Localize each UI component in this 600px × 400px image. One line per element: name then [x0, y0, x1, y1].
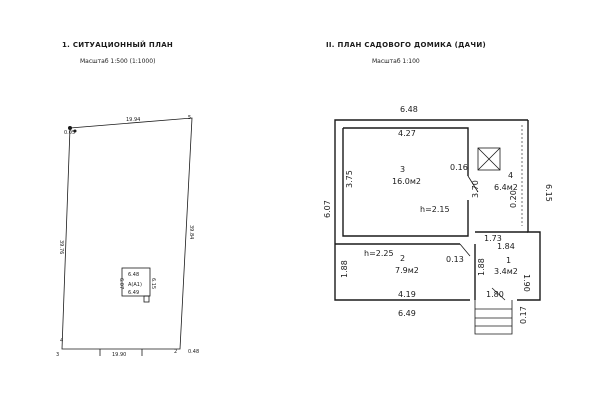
door-swing-3: [467, 175, 479, 193]
site-edge-right: 39.84: [188, 225, 194, 239]
door-swing-2: [459, 243, 471, 257]
site-building-bottom: 6.49: [128, 290, 139, 296]
room1-area: 3.4м2: [494, 267, 518, 276]
site-edge-bottom: 19.90: [112, 352, 126, 358]
dim-top-outer: 6.48: [400, 105, 418, 114]
dim-small-c: 0.20: [509, 190, 518, 208]
site-building: [121, 267, 151, 297]
dim-room3-height: 3.75: [345, 170, 354, 188]
entrance-steps: [474, 300, 513, 335]
dim-door-width: 1.80: [486, 290, 504, 299]
room4-number: 4: [508, 171, 513, 180]
floor-plan-title: II. ПЛАН САДОВОГО ДОМИКА (ДАЧИ): [326, 41, 487, 49]
room4-symbol: [477, 147, 501, 171]
site-building-top: 6.48: [128, 272, 139, 278]
room4-symbol-diag-2: [477, 147, 501, 171]
plot-boundary: [61, 117, 193, 350]
dim-inner-c: 1.88: [477, 258, 486, 276]
floor-plan-scale: Масштаб 1:100: [372, 58, 420, 65]
room2-area: 7.9м2: [395, 266, 419, 275]
dim-small-b: 0.13: [446, 255, 464, 264]
room2-number: 2: [400, 254, 405, 263]
room3-walls: [343, 127, 469, 176]
site-edge-top: 19.94: [126, 117, 140, 123]
site-plan: 5 2 19.94 0.05 0.48 19.90 3 4 39.76 39.8…: [56, 115, 199, 358]
room3-number: 3: [400, 165, 405, 174]
door-swing-1: [491, 287, 506, 301]
site-edge-bottom-right-small: 0.48: [188, 349, 199, 355]
dim-room2-height: 1.88: [340, 260, 349, 278]
site-edge-top-left-small: 0.05: [64, 130, 75, 136]
site-corner-label-2: 2: [174, 349, 177, 355]
outer-wall-right: [517, 120, 541, 301]
dim-left-outer: 6.07: [323, 200, 332, 218]
site-edge-left-mark: 4: [60, 338, 63, 344]
dim-bottom-inner: 4.19: [398, 290, 416, 299]
dim-room1-height: 1.90: [522, 274, 531, 292]
plot-corner-marker: [68, 126, 72, 130]
site-plan-title: 1. СИТУАЦИОННЫЙ ПЛАН: [62, 41, 174, 49]
dim-right-outer: 6.15: [544, 184, 553, 202]
dim-inner-b: 1.84: [497, 242, 515, 251]
floor-plan: 6.48 4.27 4.19 6.49 6.07 3.75 1.88 6.15 …: [323, 105, 553, 335]
site-corner-label: 5: [188, 115, 191, 121]
room4-area: 6.4м2: [494, 183, 518, 192]
site-building-label: А(А1): [128, 282, 142, 288]
room3-height: h=2.15: [420, 205, 450, 214]
site-plan-scale: Масштаб 1:500 (1:1000): [80, 58, 156, 65]
dim-bottom-outer: 6.49: [398, 309, 416, 318]
dim-inner-a: 3.70: [471, 180, 480, 198]
site-edge-left: 39.76: [58, 240, 64, 254]
room2-height: h=2.25: [364, 249, 394, 258]
plot-corner-marker-2: [73, 129, 77, 133]
dim-small-d: 0.17: [519, 306, 528, 324]
outer-wall-main: [334, 119, 475, 301]
site-building-right: 6.15: [150, 278, 156, 289]
site-building-left: 6.07: [118, 278, 124, 289]
dim-top-inner: 4.27: [398, 129, 416, 138]
room3-area: 16.0м2: [392, 177, 421, 186]
dim-small-a: 0.16: [450, 163, 468, 172]
room3-walls-lower: [342, 128, 469, 237]
site-edge-bottom-left-mark: 3: [56, 352, 59, 358]
site-building-porch: [143, 295, 150, 303]
room1-number: 1: [506, 256, 511, 265]
dim-room1-width: 1.73: [484, 234, 502, 243]
